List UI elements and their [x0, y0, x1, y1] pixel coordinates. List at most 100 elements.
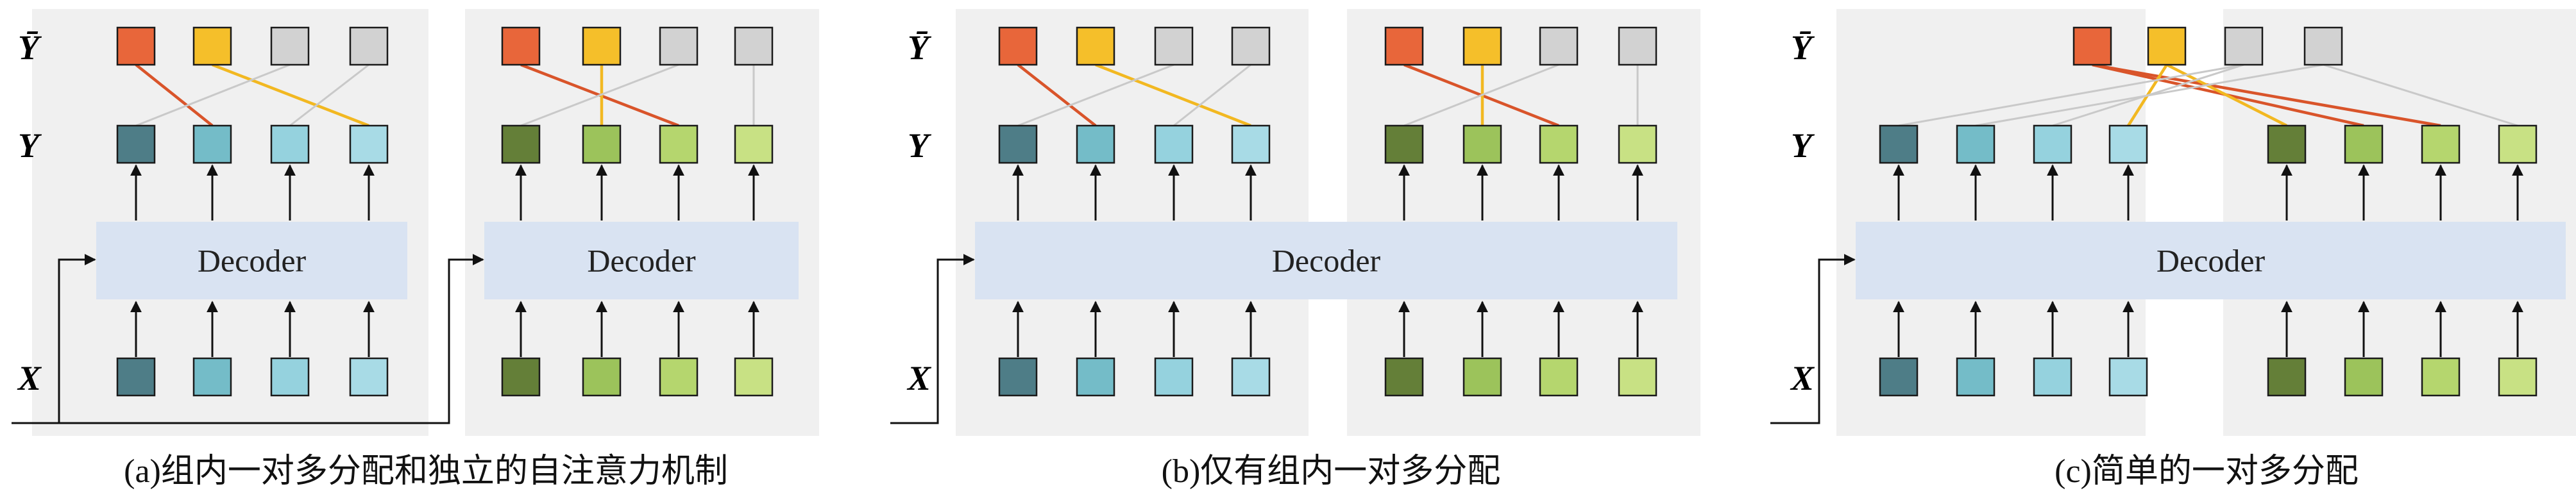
panel-c-decoder-label-0: Decoder	[2157, 243, 2266, 279]
panel-c-decoder-0	[1856, 222, 2566, 299]
panel-b-ybar-box	[1618, 26, 1657, 66]
panel-b-y-box	[1462, 124, 1502, 164]
panel-c-y-box	[2108, 124, 2148, 164]
panel-a-decoder-label-0: Decoder	[198, 243, 307, 279]
panel-b-y-box	[1384, 124, 1424, 164]
panel-a-decoder-0	[96, 222, 407, 299]
panel-a-x-box	[349, 357, 389, 397]
panel-b-x-box	[1539, 357, 1579, 397]
panel-b-x-box	[998, 357, 1038, 397]
panel-a-ybar-box	[659, 26, 699, 66]
panel-b-match-line	[1017, 63, 1097, 127]
panel-c-x-box	[2421, 357, 2461, 397]
matching-lines	[135, 63, 2518, 128]
panel-a-ybar-box	[734, 26, 774, 66]
panel-b-row-label-ybar: Ȳ	[908, 28, 932, 67]
panel-b-x-box	[1618, 357, 1657, 397]
panel-b-y-box	[1618, 124, 1657, 164]
panel-b-input-arrow	[890, 254, 975, 424]
panel-a-ybar-box	[270, 26, 310, 66]
panel-a-input-arrow-2	[59, 254, 484, 424]
panel-c-ybar-box	[2303, 26, 2343, 66]
panel-c-y-box	[1956, 124, 1996, 164]
panel-b-match-line	[1017, 63, 1174, 127]
panel-c-x-box	[1879, 357, 1919, 397]
panel-a-x-box	[192, 357, 232, 397]
labels: ȲYX(a)组内一对多分配和独立的自注意力机制ȲYX(b)仅有组内一对多分配ȲY…	[17, 28, 2359, 490]
panel-c-y-box	[2033, 124, 2072, 164]
panel-c-match-line	[1898, 63, 2244, 127]
panel-b-ybar-box	[1384, 26, 1424, 66]
panel-c-x-box	[2498, 357, 2538, 397]
panel-a-decoder-1	[484, 222, 799, 299]
panel-b-y-box	[1154, 124, 1194, 164]
panel-c-y-box	[1879, 124, 1919, 164]
panel-c-x-box	[2344, 357, 2384, 397]
panel-c-row-label-ybar: Ȳ	[1791, 28, 1815, 67]
panel-b-x-box	[1384, 357, 1424, 397]
panel-a-caption: (a)组内一对多分配和独立的自注意力机制	[124, 453, 728, 490]
panel-c-x-box	[2108, 357, 2148, 397]
panel-a-row-label-ybar: Ȳ	[18, 28, 42, 67]
panel-a-x-box	[659, 357, 699, 397]
panel-b-ybar-box	[1154, 26, 1194, 66]
panel-b-match-line	[1095, 63, 1251, 128]
arrows	[12, 164, 2523, 424]
panel-c-y-box	[2267, 124, 2307, 164]
panel-c-ybar-box	[2147, 26, 2187, 66]
panel-b-match-line	[1173, 63, 1251, 127]
panel-b-ybar-box	[1462, 26, 1502, 66]
panel-b-x-box	[1462, 357, 1502, 397]
panel-a-x-box	[116, 357, 156, 397]
panel-b-y-box	[1539, 124, 1579, 164]
panel-c-y-box	[2344, 124, 2384, 164]
panel-b-x-box	[1231, 357, 1271, 397]
panel-c-ybar-box	[2224, 26, 2264, 66]
panel-c-match-line	[1975, 63, 2324, 127]
panel-a-y-box	[349, 124, 389, 164]
panel-a-ybar-box	[582, 26, 622, 66]
panel-a-ybar-box	[349, 26, 389, 66]
panel-c-y-box	[2421, 124, 2461, 164]
panel-a-y-box	[582, 124, 622, 164]
panel-c-x-box	[1956, 357, 1996, 397]
panel-b-decoder-0	[975, 222, 1677, 299]
panel-a-row-label-y: Y	[18, 126, 42, 165]
panel-a-x-box	[270, 357, 310, 397]
panel-b-x-box	[1076, 357, 1115, 397]
panel-b-row-label-y: Y	[908, 126, 932, 165]
panel-b-row-label-x: X	[906, 359, 932, 397]
panel-c-x-box	[2267, 357, 2307, 397]
panel-b-ybar-box	[1076, 26, 1115, 66]
panel-c-match-line	[2092, 63, 2441, 128]
panel-b-y-box	[1076, 124, 1115, 164]
panel-b-ybar-box	[1231, 26, 1271, 66]
token-boxes	[116, 26, 2538, 397]
panel-a-ybar-box	[501, 26, 541, 66]
panel-b-y-box	[1231, 124, 1271, 164]
panel-a-ybar-box	[192, 26, 232, 66]
panel-c-x-box	[2033, 357, 2072, 397]
panel-c-y-box	[2498, 124, 2538, 164]
panel-b-ybar-box	[998, 26, 1038, 66]
panel-b-x-box	[1154, 357, 1194, 397]
panel-c-match-line	[2323, 63, 2518, 127]
panel-a-y-box	[116, 124, 156, 164]
panel-a-decoder-label-1: Decoder	[587, 243, 696, 279]
panel-c-row-label-y: Y	[1791, 126, 1815, 165]
panel-a-match-line	[212, 63, 369, 128]
panel-c-row-label-x: X	[1790, 359, 1815, 397]
panel-a-match-line	[135, 63, 214, 127]
panel-a-ybar-box	[116, 26, 156, 66]
panel-c-caption: (c)简单的一对多分配	[2055, 453, 2359, 490]
panel-a-match-line	[289, 63, 369, 127]
panel-c-ybar-box	[2072, 26, 2112, 66]
panel-a-x-box	[582, 357, 622, 397]
panel-a-x-box	[501, 357, 541, 397]
panel-a-match-line	[135, 63, 291, 127]
panel-a-y-box	[270, 124, 310, 164]
panel-a-y-box	[501, 124, 541, 164]
panel-c-input-arrow	[1770, 254, 1856, 424]
